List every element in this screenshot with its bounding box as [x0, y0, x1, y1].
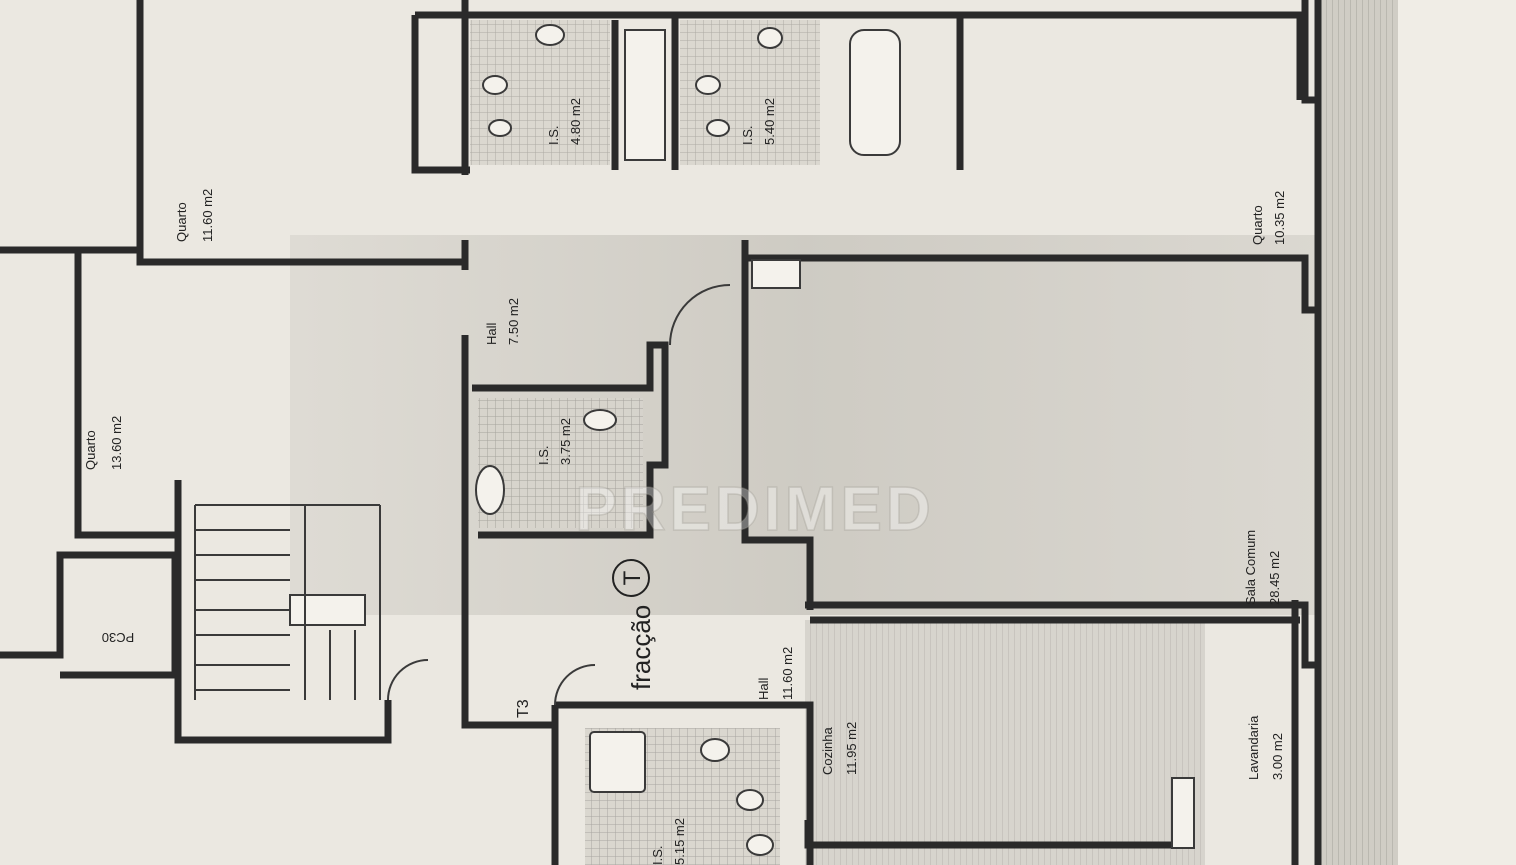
- room-label-hall-top: Hall 7.50 m2: [484, 298, 521, 345]
- room-label-quarto-top: Quarto 11.60 m2: [174, 189, 215, 242]
- fraction-marker: fracção: [626, 605, 656, 690]
- room-name: Lavandaria: [1246, 715, 1261, 780]
- typology-group: T3: [515, 699, 532, 718]
- watermark-text: PREDIMED: [575, 475, 934, 544]
- fraction-letter: T: [619, 570, 646, 585]
- stair-box-group: PC30: [102, 630, 135, 645]
- room-area: 3.75 m2: [558, 418, 573, 465]
- room-name: I.S.: [536, 445, 551, 465]
- room-area: 4.80 m2: [568, 98, 583, 145]
- room-name: Sala Comum: [1243, 530, 1258, 605]
- room-area: 11.95 m2: [844, 722, 859, 775]
- room-label-cozinha: Cozinha 11.95 m2: [820, 722, 859, 775]
- fraction-circle: [612, 559, 650, 597]
- room-area: 10.35 m2: [1272, 191, 1287, 245]
- room-label-is-a: I.S. 4.80 m2: [546, 98, 583, 145]
- room-area: 11.60 m2: [780, 647, 795, 700]
- room-area: 11.60 m2: [200, 189, 215, 242]
- room-label-is-b: I.S. 5.40 m2: [740, 98, 777, 145]
- room-name: Quarto: [174, 202, 189, 242]
- fraction-letter-group: T: [619, 570, 646, 585]
- room-area: 28.45 m2: [1267, 551, 1282, 605]
- room-label-hall-main: Hall 11.60 m2: [756, 647, 795, 700]
- room-label-is-c: I.S. 3.75 m2: [536, 418, 573, 465]
- room-name: I.S.: [650, 845, 665, 865]
- room-label-quarto-mid: Quarto 13.60 m2: [83, 416, 124, 470]
- room-label-lavandaria: Lavandaria 3.00 m2: [1246, 715, 1285, 780]
- room-name: Hall: [756, 677, 771, 700]
- room-label-sala: Sala Comum 28.45 m2: [1243, 530, 1282, 605]
- room-area: 5.40 m2: [762, 98, 777, 145]
- room-name: Quarto: [1250, 205, 1265, 245]
- room-label-quarto-right: Quarto 10.35 m2: [1250, 191, 1287, 245]
- room-area: 5.15 m2: [672, 818, 687, 865]
- room-name: Cozinha: [820, 727, 835, 775]
- room-name: I.S.: [740, 125, 755, 145]
- stair-box-label: PC30: [102, 630, 135, 645]
- room-area: 13.60 m2: [109, 416, 124, 470]
- room-area: 3.00 m2: [1270, 733, 1285, 780]
- room-label-is-d: I.S. 5.15 m2: [650, 818, 687, 865]
- room-name: Quarto: [83, 430, 98, 470]
- room-name: Hall: [484, 322, 499, 345]
- room-area: 7.50 m2: [506, 298, 521, 345]
- room-name: I.S.: [546, 125, 561, 145]
- typology-label: T3: [515, 699, 532, 718]
- fraction-label: fracção: [626, 605, 656, 690]
